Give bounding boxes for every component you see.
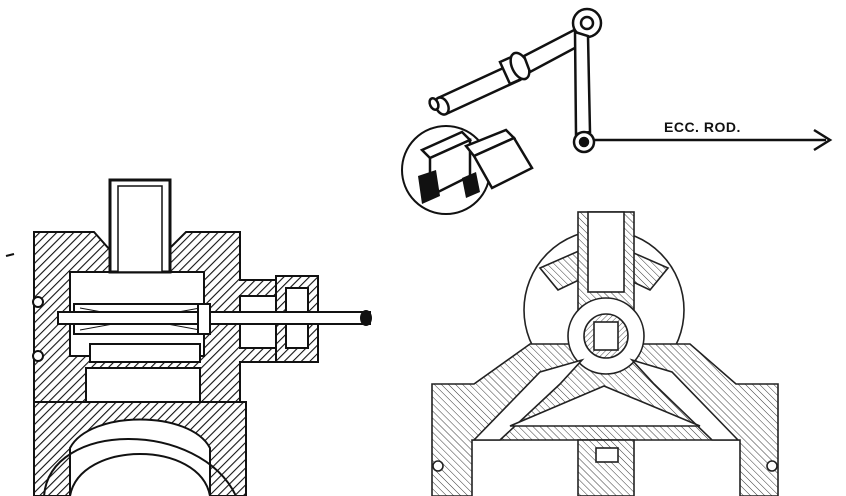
rocker-arm-assembly [428,7,603,154]
slot-detail-inset [401,125,534,215]
ecc-rod-label: ECC. ROD. [664,119,741,135]
stray-mark [5,253,15,257]
left-valve-section [32,178,372,496]
right-valve-section [431,211,779,496]
ecc-rod-arrow [594,128,833,152]
